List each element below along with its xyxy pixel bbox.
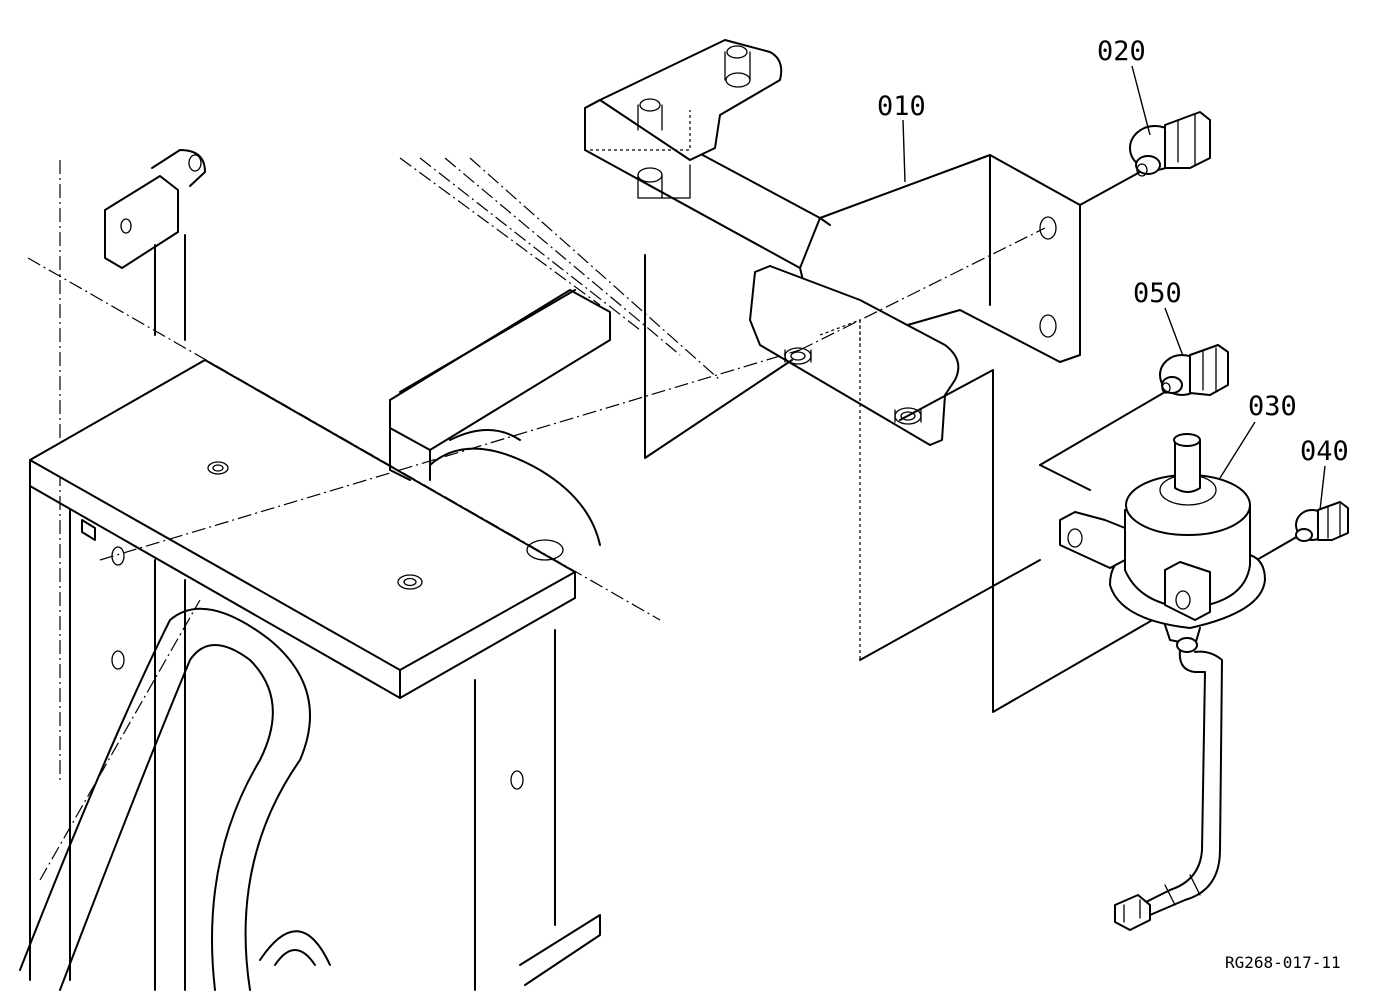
callout-040: 040 xyxy=(1300,436,1349,467)
callout-050: 050 xyxy=(1133,278,1182,309)
frame-structure xyxy=(19,149,721,991)
leader-030 xyxy=(1219,421,1256,479)
bolt-020 xyxy=(1129,111,1211,177)
fuel-pump-030 xyxy=(1059,433,1266,931)
assembly-lines xyxy=(99,171,1301,713)
leader-020 xyxy=(1131,65,1151,136)
bolt-040 xyxy=(1295,501,1349,542)
callout-020: 020 xyxy=(1097,36,1146,67)
leader-010 xyxy=(902,119,906,183)
callouts: 020 010 050 030 040 RG268-017-11 xyxy=(877,36,1349,972)
leader-040 xyxy=(1319,465,1326,511)
bolt-050 xyxy=(1159,344,1229,396)
callout-030: 030 xyxy=(1248,391,1297,422)
bracket-010 xyxy=(584,39,1081,446)
leader-050 xyxy=(1164,307,1184,357)
callout-010: 010 xyxy=(877,91,926,122)
reference-code: RG268-017-11 xyxy=(1225,953,1341,972)
